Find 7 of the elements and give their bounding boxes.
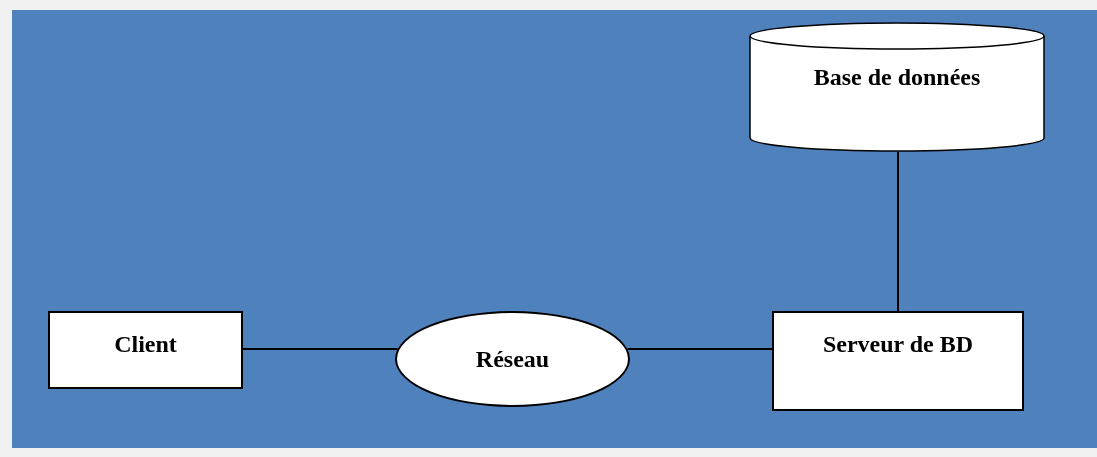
process-box xyxy=(772,311,1024,411)
process-box xyxy=(48,311,243,389)
node-label: Serveur de BD xyxy=(822,330,974,359)
node-label: Base de données xyxy=(813,63,981,92)
node-label: Client xyxy=(114,330,177,359)
connector-line xyxy=(897,151,899,312)
node-label: Réseau xyxy=(475,345,550,374)
